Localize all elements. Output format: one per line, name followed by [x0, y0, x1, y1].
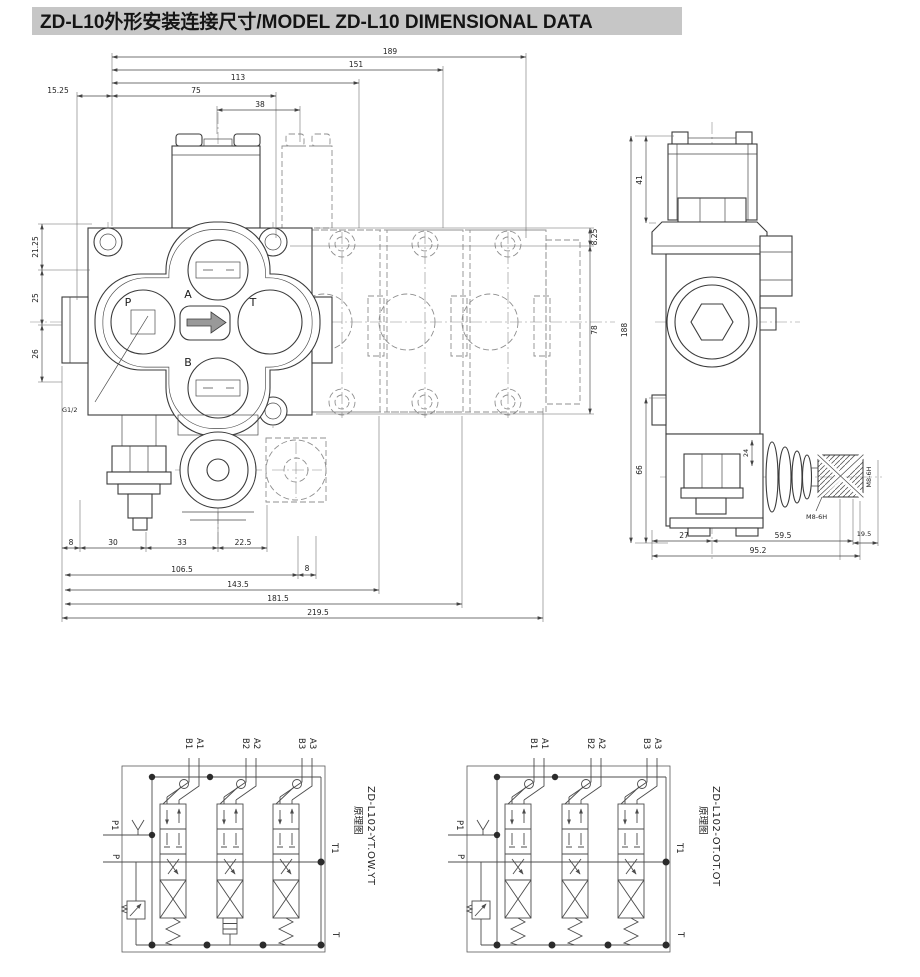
title-bar: ZD-L10外形安装连接尺寸/MODEL ZD-L10 DIMENSIONAL …: [32, 7, 682, 35]
port-label-t: T: [675, 931, 685, 938]
schematic-left-caption: 原理图: [352, 806, 363, 835]
port-label-a3: A3: [652, 738, 662, 749]
port-label-p: P: [455, 854, 465, 859]
port-label-b1: B1: [528, 738, 538, 749]
side-lower-body: [665, 433, 764, 537]
port-a-circle: [187, 239, 249, 301]
port-label-b2: B2: [240, 738, 250, 749]
port-label-b3: B3: [296, 738, 306, 749]
port-label-a2: A2: [596, 738, 606, 749]
schematic-right-wiring: [448, 773, 670, 949]
schematic-right-labels: B1 A1 B2 A2 B3 A3 P1 P T1 T 原理图 ZD-L102-…: [454, 738, 721, 938]
dim-19-5: 19.5: [857, 530, 871, 538]
port-label-b2: B2: [585, 738, 595, 749]
dim-75: 75: [191, 86, 201, 95]
handle-thread-label: M8-6H: [806, 513, 827, 521]
port-label-b1: B1: [183, 738, 193, 749]
schematic-right-caption: 原理图: [697, 806, 708, 835]
dim-27: 27: [679, 531, 689, 540]
thread-size-label: G1/2: [62, 406, 78, 414]
title-bar-background: [32, 7, 682, 35]
port-t-circle: [237, 289, 303, 355]
port-label-t1: T1: [329, 842, 339, 854]
schematic-right-sections: [505, 758, 658, 946]
port-p-circle: [110, 289, 176, 355]
schematic-left-labels: B1 A1 B2 A2 B3 A3 P1 P T1 T 原理图 ZD-L102-…: [109, 738, 376, 938]
port-label-a1: A1: [539, 738, 549, 749]
handle-thread-axis-label: M8-6H: [865, 466, 873, 487]
port-label-a2: A2: [251, 738, 261, 749]
dim-25: 25: [31, 293, 40, 303]
dim-143-5: 143.5: [227, 580, 249, 589]
schematic-right-frame: [466, 765, 671, 953]
port-label-a1: A1: [194, 738, 204, 749]
front-dims-bottom: 8 30 33 22.5 106.5 8 143.5 181.5 219.5: [61, 366, 544, 622]
schematic-right-model: ZD-L102-OT.OT.OT: [710, 786, 721, 887]
schematic-right: B1 A1 B2 A2 B3 A3 P1 P T1 T 原理图 ZD-L102-…: [448, 738, 721, 953]
dim-b8b: 8: [305, 564, 310, 573]
dim-106-5: 106.5: [171, 565, 193, 574]
schematic-left-frame: [121, 765, 326, 953]
side-dims: 41 188 66 24 27 59.5 19.5 95.2: [620, 135, 879, 560]
front-bottom-fittings: [106, 414, 259, 531]
dim-95-2: 95.2: [750, 546, 767, 555]
dim-181-5: 181.5: [267, 594, 289, 603]
side-handle-joint: M8-6H M8-6H: [765, 441, 873, 521]
schematic-left-sections: [160, 758, 313, 946]
port-label-p: P: [110, 854, 120, 859]
front-dims-left: 21.25 25 26: [31, 223, 92, 383]
page-title: ZD-L10外形安装连接尺寸/MODEL ZD-L10 DIMENSIONAL …: [40, 10, 593, 33]
dim-26: 26: [31, 349, 40, 359]
dim-22-5: 22.5: [235, 538, 252, 547]
dim-8-25: 8.25: [590, 228, 599, 245]
schematic-left-wiring: [103, 773, 325, 949]
dim-21-25: 21.25: [31, 236, 40, 258]
front-dims-top: 189 151 113 15.25 75 38: [47, 47, 527, 300]
dim-b8: 8: [69, 538, 74, 547]
dim-33: 33: [177, 538, 187, 547]
dim-66: 66: [635, 465, 644, 475]
dim-113: 113: [231, 73, 246, 82]
dim-38: 38: [255, 100, 265, 109]
port-p-label: P: [125, 296, 132, 309]
port-t-label: T: [249, 296, 257, 309]
dim-78: 78: [590, 325, 599, 335]
port-label-t1: T1: [674, 842, 684, 854]
front-dims-right: 8.25 78: [290, 227, 599, 415]
port-label-t: T: [330, 931, 340, 938]
port-label-p1: P1: [454, 820, 464, 831]
dim-219-5: 219.5: [307, 608, 329, 617]
dim-41: 41: [635, 175, 644, 185]
dim-59-5: 59.5: [775, 531, 792, 540]
port-a-label: A: [184, 288, 192, 301]
dim-15-25: 15.25: [47, 86, 69, 95]
port-label-a3: A3: [307, 738, 317, 749]
front-top-cap: [171, 133, 261, 229]
dim-151: 151: [349, 60, 364, 69]
dim-24: 24: [742, 449, 750, 457]
schematic-left: B1 A1 B2 A2 B3 A3 P1 P T1 T 原理图 ZD-L102-…: [103, 738, 376, 953]
flow-arrow-icon: [186, 311, 227, 334]
port-b-label: B: [184, 356, 192, 369]
front-view: P A T B G1/2 189: [30, 47, 615, 622]
dim-30: 30: [108, 538, 118, 547]
side-body: [651, 197, 793, 435]
schematic-left-model: ZD-L102-YT.OW.YT: [365, 786, 376, 886]
port-b-circle: [187, 357, 249, 419]
dim-188: 188: [620, 323, 629, 338]
front-valve-face: P A T B G1/2: [62, 221, 321, 437]
port-label-b3: B3: [641, 738, 651, 749]
side-view: M8-6H M8-6H 41 188 66 24 27 59.5 19.5 95…: [620, 122, 882, 560]
dim-189: 189: [383, 47, 398, 56]
port-label-p1: P1: [109, 820, 119, 831]
